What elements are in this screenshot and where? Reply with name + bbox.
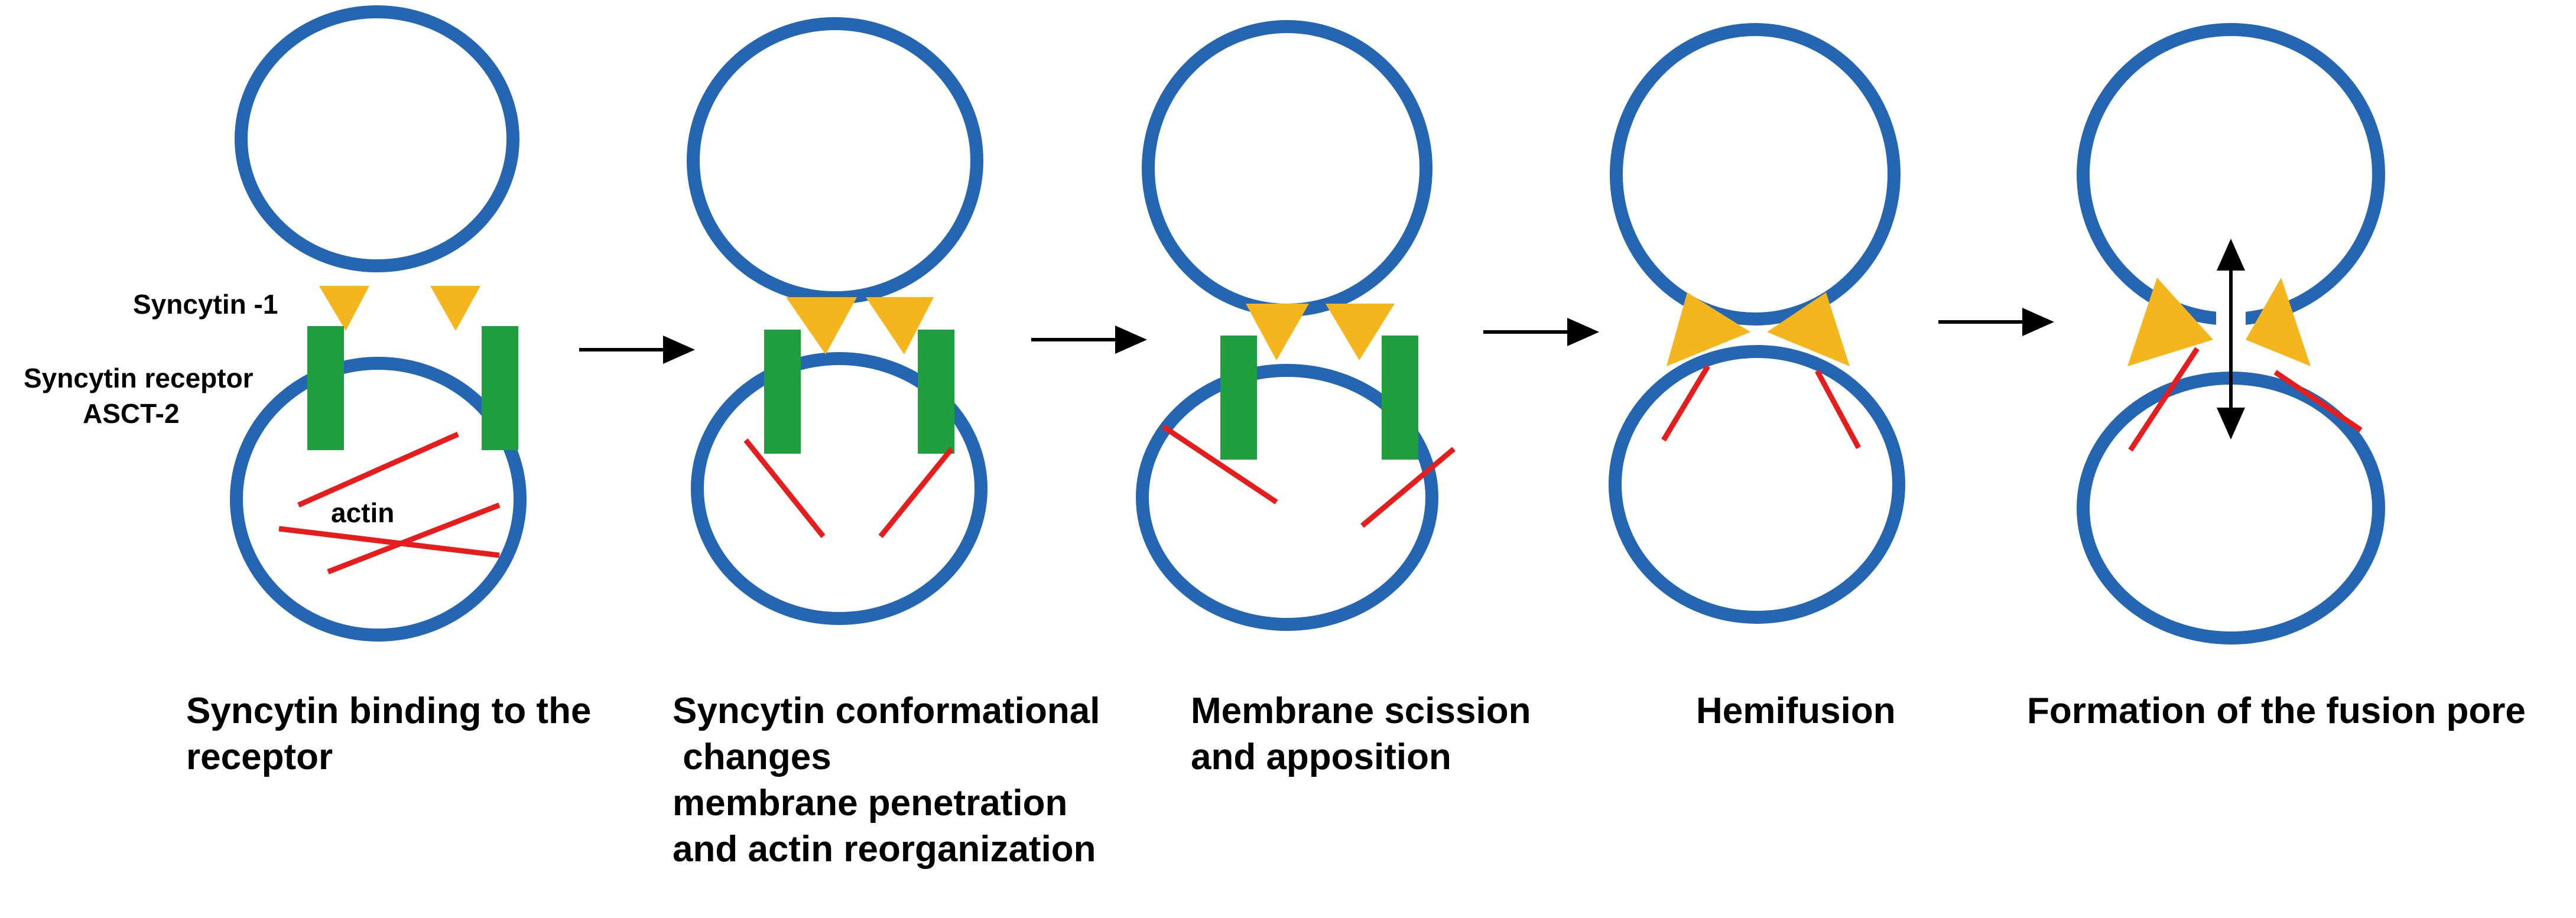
receptor-bar (918, 330, 954, 454)
caption-line: Syncytin binding to the (186, 691, 592, 731)
caption-line: Syncytin conformational (673, 691, 1100, 731)
stage-4-hemifusion (1609, 23, 1905, 624)
actin-filament (327, 502, 501, 575)
upper-cell-membrane (1142, 20, 1432, 317)
stage-5-fusion-pore (2077, 23, 2385, 644)
caption-line: receptor (186, 737, 333, 777)
actin-filament (297, 431, 459, 508)
lower-cell-membrane (230, 357, 527, 642)
caption-line: and apposition (1191, 737, 1451, 777)
stage-5-caption: Formation of the fusion pore (2027, 688, 2526, 734)
receptor-bar (764, 330, 801, 454)
lower-cell-membrane (691, 352, 987, 625)
syncytin-triangle (866, 297, 934, 354)
syncytin-triangle (430, 286, 480, 331)
receptor-label-line2: ASCT-2 (83, 398, 180, 429)
stage-3-membrane-apposition (1136, 20, 1456, 631)
receptor-label-line1: Syncytin receptor (24, 363, 254, 393)
syncytin-label: Syncytin -1 (133, 289, 278, 320)
upper-cell-membrane (235, 5, 519, 272)
lower-cell-membrane (1609, 345, 1905, 624)
receptor-bar (1382, 336, 1418, 460)
syncytin-triangle (1767, 292, 1850, 366)
upper-cell-membrane (687, 17, 983, 304)
actin-filament (1815, 369, 1861, 450)
syncytin-triangle (2246, 278, 2311, 366)
actin-filament (743, 438, 826, 538)
stage-3-caption: Membrane scission and apposition (1191, 688, 1531, 780)
syncytin-triangle (319, 286, 369, 331)
caption-line: Formation of the fusion pore (2027, 691, 2526, 731)
actin-filament (1661, 364, 1710, 442)
stage-2-conformational-changes (687, 17, 987, 625)
stage-2-caption: Syncytin conformational changes membrane… (673, 688, 1100, 873)
upper-cell-membrane (1610, 23, 1901, 325)
caption-line: membrane penetration (673, 783, 1068, 823)
caption-line: Membrane scission (1191, 691, 1531, 731)
receptor-bar (1220, 336, 1257, 460)
stage-1-caption: Syncytin binding to the receptor (186, 688, 591, 780)
lower-cell-membrane (1136, 364, 1438, 631)
caption-line: Hemifusion (1696, 691, 1896, 731)
actin-filament (2273, 370, 2363, 432)
actin-filament (1360, 447, 1456, 528)
stage-1-syncytin-binding (230, 5, 527, 642)
syncytin-triangle (1326, 304, 1395, 360)
actin-filament (1161, 424, 1278, 504)
actin-filament (278, 526, 500, 558)
syncytin-triangle (1246, 304, 1309, 360)
stage-4-caption: Hemifusion (1696, 688, 1896, 734)
receptor-bar (482, 326, 518, 450)
caption-line: and actin reorganization (673, 829, 1096, 870)
actin-filament (878, 447, 954, 538)
syncytin-triangle (2127, 278, 2213, 366)
syncytin-triangle (786, 297, 857, 354)
receptor-bar (307, 326, 344, 450)
caption-line: changes (673, 737, 831, 777)
actin-filament (2128, 347, 2200, 452)
syncytin-triangle (1667, 292, 1750, 366)
actin-label: actin (331, 497, 395, 528)
